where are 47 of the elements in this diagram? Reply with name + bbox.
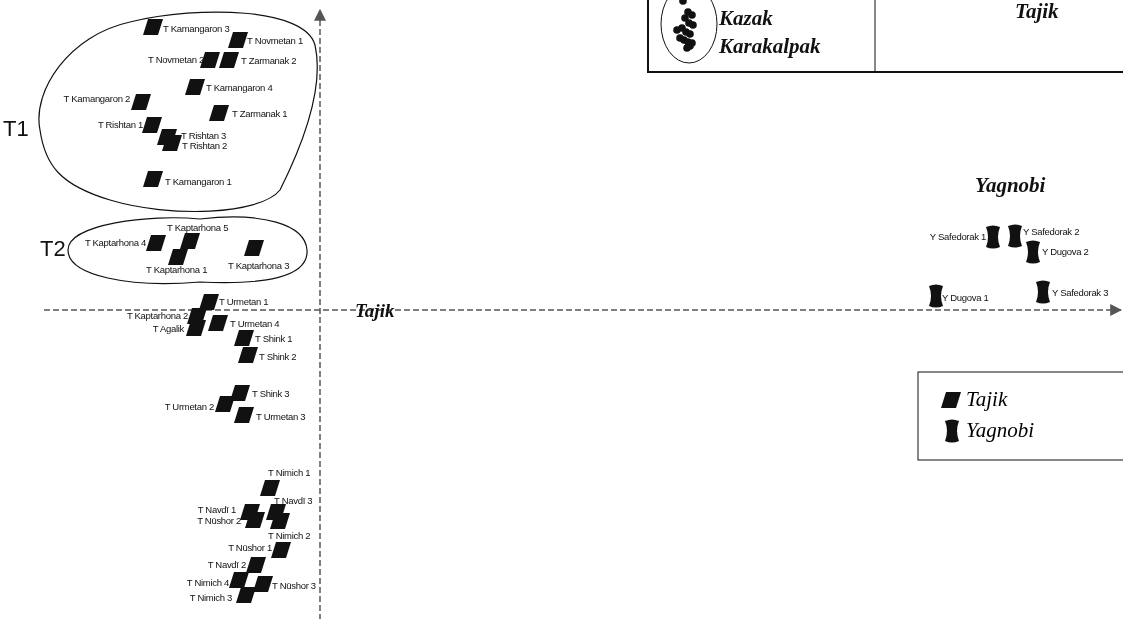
point-label: T Shink 3 — [252, 389, 290, 399]
point-label: T Navdī 2 — [207, 560, 246, 570]
legend-label: Yagnobi — [966, 420, 1035, 441]
point-label: T Kaptarhona 1 — [146, 265, 208, 275]
point-label: T Nimich 3 — [189, 593, 232, 603]
group-label: Yagnobi — [975, 174, 1046, 196]
point-label: T Kamangaron 1 — [165, 177, 232, 187]
point-label: T Nūshor 2 — [197, 516, 241, 526]
point-label: Y Safedorak 1 — [929, 232, 986, 242]
point-label: Y Safedorak 3 — [1052, 288, 1109, 298]
point-label: T Kaptarhona 3 — [228, 261, 290, 271]
point-label: T Novmetan 1 — [247, 36, 303, 46]
point-label: T Navdī 3 — [274, 496, 313, 506]
point-label: T Urmetan 4 — [230, 319, 280, 329]
point-label: T Urmetan 2 — [164, 402, 214, 412]
group-label: Tajik — [1015, 0, 1059, 22]
point-label: T Navdī 1 — [197, 505, 236, 515]
point-label: T Nūshor 1 — [228, 543, 272, 553]
cluster-label: T1 — [3, 118, 29, 140]
point-label: T Urmetan 1 — [219, 297, 269, 307]
point-label: T Rishtan 3 — [181, 131, 227, 141]
point-label: T Nimich 2 — [268, 531, 311, 541]
group-label: Kazak — [719, 7, 773, 29]
point-label: Y Safedorak 2 — [1023, 227, 1080, 237]
point-label: T Rishtan 2 — [182, 141, 228, 151]
point-label: T Kaptarhona 2 — [126, 311, 188, 321]
point-label: T Nūshor 3 — [272, 581, 316, 591]
point-label: Y Dugova 2 — [1042, 247, 1089, 257]
point-label: T Kamangaron 4 — [206, 83, 273, 93]
point-label: T Rishtan 1 — [97, 120, 143, 130]
point-label: T Nimich 1 — [268, 468, 311, 478]
point-label: T Zarmanak 2 — [241, 56, 297, 66]
axis-label: Tajik — [355, 300, 395, 320]
point-label: T Kamangaron 3 — [163, 24, 230, 34]
cluster-label: T2 — [40, 238, 66, 260]
point-label: T Nimich 4 — [186, 578, 229, 588]
point-label: T Shink 2 — [259, 352, 297, 362]
point-label: T Urmetan 3 — [256, 412, 306, 422]
point-label: T Kaptarhona 5 — [167, 223, 229, 233]
point-label: T Kaptarhona 4 — [84, 238, 146, 248]
point-label: T Zarmanak 1 — [232, 109, 288, 119]
group-label: Karakalpak — [719, 35, 821, 57]
legend-label: Tajik — [966, 389, 1008, 410]
point-label: T Agalik — [152, 324, 184, 334]
point-label: T Kamangaron 2 — [63, 94, 130, 104]
point-label: Y Dugova 1 — [942, 293, 989, 303]
point-label: T Shink 1 — [255, 334, 293, 344]
